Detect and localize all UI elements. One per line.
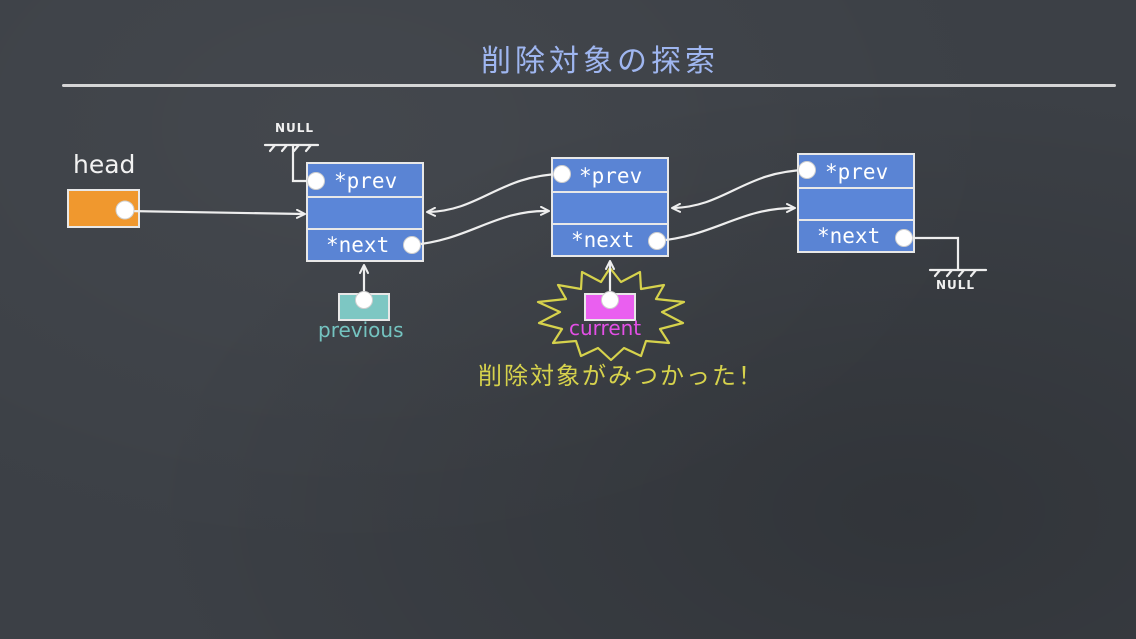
next-pointer-cell: *next — [553, 225, 667, 255]
prev-pointer-cell: *prev — [308, 164, 422, 198]
node2-next-arrow — [655, 203, 796, 243]
head-label: head — [73, 150, 136, 179]
null-ground-top — [263, 143, 320, 153]
current-pointer-dot — [601, 291, 619, 309]
head-pointer-dot — [115, 200, 135, 220]
highlight-burst — [536, 266, 686, 362]
title-divider — [62, 84, 1116, 87]
prev-pointer-label: *prev — [334, 169, 398, 193]
null-label-top: NULL — [275, 121, 315, 135]
found-message: 削除対象がみつかった！ — [478, 362, 764, 390]
next-pointer-label: *next — [326, 233, 390, 257]
next-pointer-label: *next — [571, 228, 635, 252]
next-pointer-cell: *next — [308, 230, 422, 260]
prev-pointer-label: *prev — [579, 164, 643, 188]
node1-next-arrow — [410, 205, 550, 247]
data-cell — [308, 198, 422, 230]
node3-next-dot — [895, 229, 913, 247]
null-label-bottom: NULL — [936, 278, 976, 292]
prev-pointer-cell: *prev — [799, 155, 913, 189]
previous-label: previous — [318, 318, 404, 342]
prev-pointer-label: *prev — [825, 160, 889, 184]
node2-prev-dot — [553, 165, 571, 183]
node3-prev-arrow — [671, 168, 809, 213]
next-pointer-label: *next — [817, 224, 881, 248]
data-cell — [553, 193, 667, 225]
node3-prev-dot — [798, 161, 816, 179]
node1-prev-dot — [307, 172, 325, 190]
current-label: current — [569, 316, 642, 340]
list-node-1: *prev *next — [306, 162, 424, 262]
head-to-node1-arrow — [123, 208, 306, 219]
list-node-2: *prev *next — [551, 157, 669, 257]
node2-next-dot — [648, 232, 666, 250]
slide-title: 削除対象の探索 — [481, 44, 719, 79]
data-cell — [799, 189, 913, 221]
prev-pointer-cell: *prev — [553, 159, 667, 193]
next-pointer-cell: *next — [799, 221, 913, 251]
null-ground-bottom — [928, 268, 988, 278]
previous-pointer-dot — [355, 291, 373, 309]
node1-next-dot — [403, 236, 421, 254]
node2-prev-arrow — [426, 172, 564, 217]
node3-next-null-link — [902, 236, 960, 272]
